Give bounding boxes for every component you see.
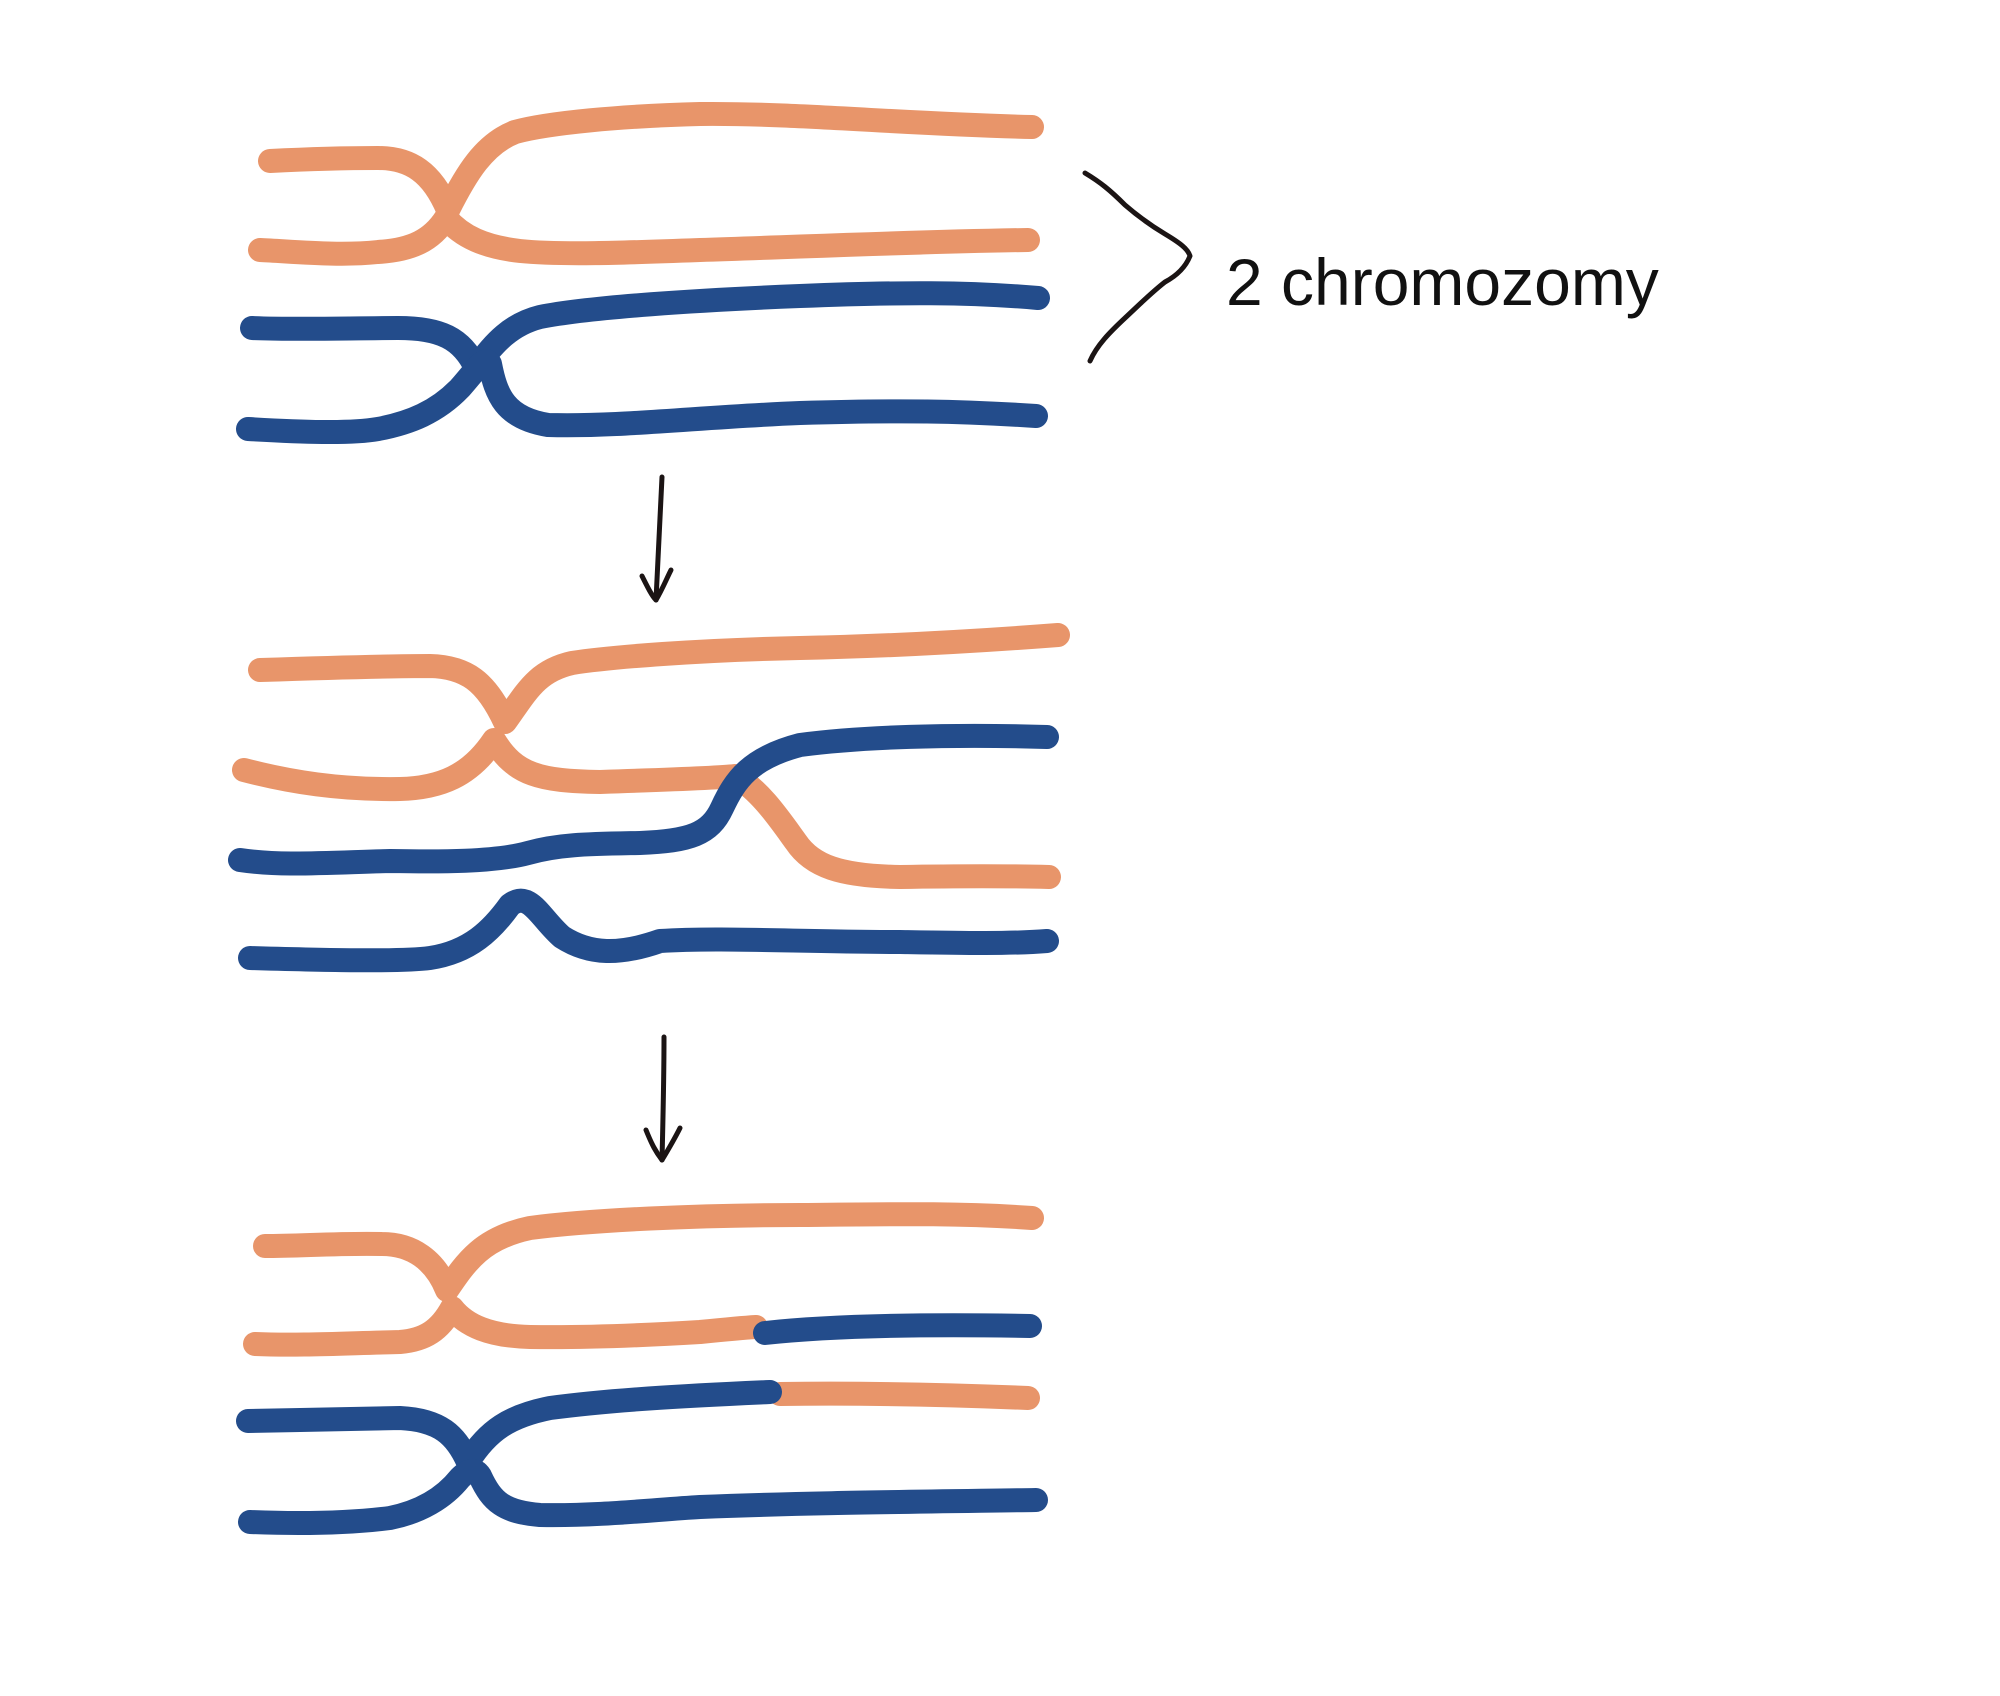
arrow-shaft (653, 474, 665, 603)
arrow-down-icon (639, 474, 674, 603)
arrow-down-icon (643, 1034, 683, 1163)
orange-chromatid-crossing (232, 728, 1061, 889)
arrow-shaft (659, 1034, 667, 1163)
blue-chromosome (228, 723, 1059, 973)
blue-chromosome (236, 281, 1050, 445)
stage-3-chromosome-pair (236, 1202, 1048, 1535)
orange-chromosome (232, 623, 1070, 889)
blue-chromatid-lower (236, 349, 1048, 445)
orange-chromosome (248, 101, 1044, 266)
orange-chromosome (243, 1202, 1044, 1410)
blue-chromatid-upper (236, 1380, 782, 1474)
orange-chromatid-upper (248, 623, 1070, 734)
blue-chromatid-crossing (228, 723, 1059, 876)
orange-chromatid-upper (258, 101, 1044, 222)
orange-chromatid-upper (253, 1202, 1044, 1302)
stage-2-chromosome-pair (228, 623, 1070, 973)
orange-chromatid-lower (248, 206, 1040, 266)
blue-chromosome (236, 1313, 1048, 1535)
stage-1-chromosome-pair: 2 chromozomy (236, 101, 1659, 445)
blue-segment-exchanged (753, 1313, 1042, 1345)
chromosome-brace (1082, 170, 1193, 364)
curly-brace-icon (1082, 170, 1193, 364)
chromosome-count-label: 2 chromozomy (1226, 245, 1659, 319)
arrow-head (639, 567, 674, 603)
blue-chromatid-lower (238, 1459, 1048, 1535)
blue-chromatid-upper (240, 281, 1050, 380)
orange-chromatid-lower (243, 1296, 768, 1357)
arrow-head (643, 1125, 683, 1163)
orange-segment-exchanged (768, 1381, 1040, 1410)
blue-chromatid-lower (238, 888, 1059, 973)
